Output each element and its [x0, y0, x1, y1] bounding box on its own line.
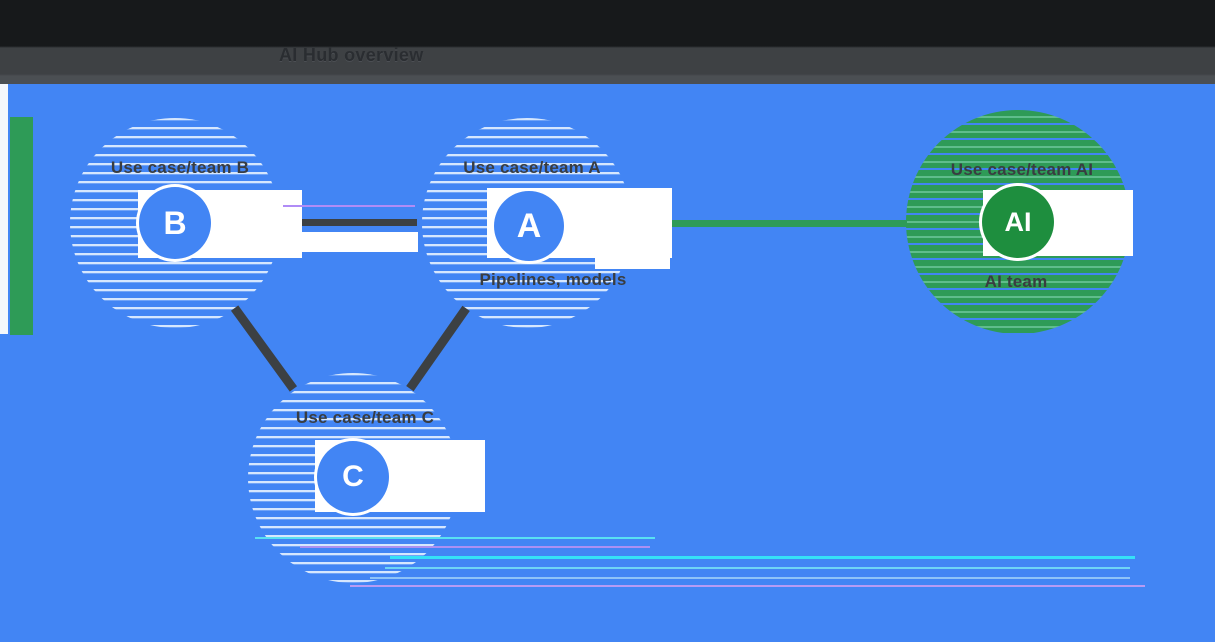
team-a-sublabel: Pipelines, models: [479, 270, 627, 289]
ai-hub-sublabel: AI team: [984, 272, 1048, 291]
glitch-streak: [385, 567, 1130, 569]
scan-band-b-tail: [302, 232, 418, 252]
glitch-streak: [350, 585, 1145, 587]
glitch-streak: [370, 577, 1130, 579]
connector-b-a: [284, 219, 417, 226]
team-a-badge: A: [494, 191, 564, 261]
glitch-streak: [283, 205, 415, 207]
ai-hub-label: Use case/team AI: [950, 160, 1094, 179]
connector-a-c: [406, 305, 470, 392]
team-c-label: Use case/team C: [295, 408, 435, 427]
team-a-letter: A: [516, 206, 542, 245]
left-margin-strip: [0, 84, 8, 334]
team-b-badge: B: [139, 187, 211, 259]
scan-band-a-tail: [595, 258, 670, 269]
team-b-letter: B: [163, 204, 187, 241]
team-a-label: Use case/team A: [463, 158, 601, 177]
header-bar: AI Hub overview: [0, 0, 1215, 84]
team-c-badge: C: [317, 441, 389, 513]
left-green-strip: [10, 117, 33, 335]
connector-a-ai: [661, 220, 907, 227]
team-b-label: Use case/team B: [110, 158, 250, 177]
ai-hub-letter: AI: [1004, 206, 1032, 237]
team-c-letter: C: [342, 460, 364, 493]
page-title: AI Hub overview: [279, 45, 424, 65]
connector-b-c: [230, 305, 298, 392]
ai-hub-badge: AI: [982, 186, 1054, 258]
glitch-streak: [390, 556, 1135, 559]
